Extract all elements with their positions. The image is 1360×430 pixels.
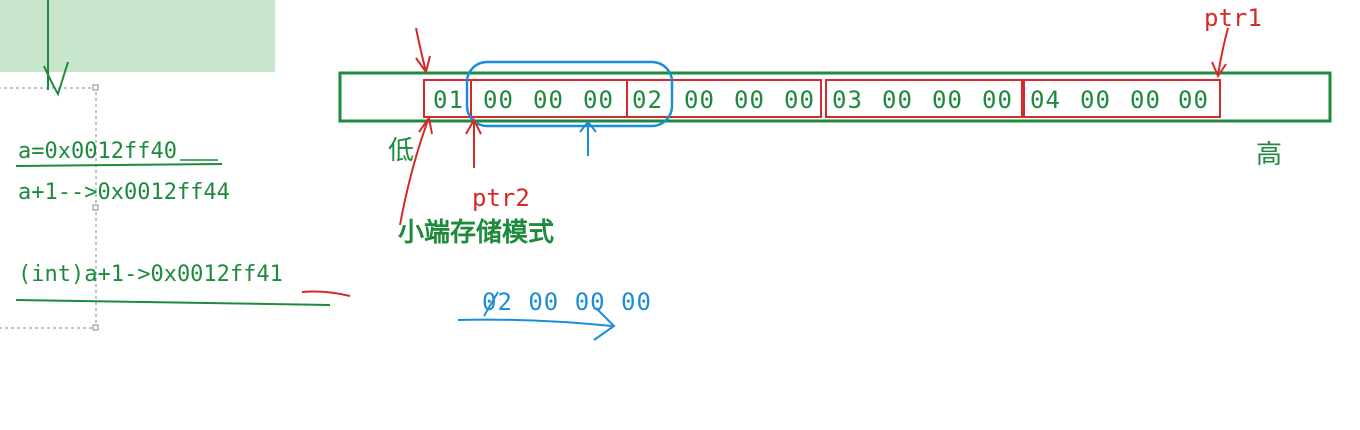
selection-box (0, 87, 97, 329)
red-arrow-top (415, 27, 431, 75)
byte-value: 00 (684, 86, 715, 114)
byte-value: 00 (932, 86, 963, 114)
address-note-a: a=0x0012ff40 (18, 139, 177, 164)
endian-mode-label: 小端存储模式 (398, 218, 555, 248)
byte-value: 03 (832, 86, 863, 114)
selection-handle (92, 324, 99, 331)
byte-value: 00 (1130, 86, 1161, 114)
ptr1-label: ptr1 (1204, 4, 1262, 32)
blue-up-arrow (579, 120, 597, 156)
selection-handle (92, 204, 99, 211)
byte-value: 00 (583, 86, 614, 114)
byte-value: 00 (1080, 86, 1111, 114)
byte-value: 00 (982, 86, 1013, 114)
byte-group-box-2 (626, 79, 822, 118)
byte-value: 01 (433, 86, 464, 114)
byte-value: 00 (882, 86, 913, 114)
endian-arrow (399, 115, 433, 226)
address-note-int-cast: (int)a+1->0x0012ff41 (18, 262, 283, 287)
blue-strike (483, 291, 499, 317)
byte-value: 00 (784, 86, 815, 114)
byte-group-box-3 (825, 79, 1023, 118)
address-note-a-plus-1: a+1-->0x0012ff44 (18, 180, 230, 205)
green-down-arrow (43, 0, 69, 97)
byte-value: 00 (1178, 86, 1209, 114)
high-address-label: 高 (1256, 140, 1283, 170)
byte-value: 00 (483, 86, 514, 114)
ptr2-label: ptr2 (472, 184, 530, 212)
underline-note-3 (15, 299, 331, 306)
memory-bar (338, 71, 1332, 123)
byte-value: 00 (734, 86, 765, 114)
ptr2-arrow (465, 117, 482, 168)
low-address-label: 低 (388, 136, 415, 166)
byte-value: 02 (632, 86, 663, 114)
blue-bytes-arrow (457, 307, 616, 341)
selection-handle (92, 84, 99, 91)
blue-int-highlight (465, 60, 674, 128)
byte-value: 00 (533, 86, 564, 114)
byte-value: 04 (1030, 86, 1061, 114)
blue-bytes-value: 02 00 00 00 (482, 288, 652, 316)
red-underline-41 (301, 290, 351, 297)
underline-note-1 (15, 163, 223, 167)
byte-group-box-4 (1023, 79, 1221, 118)
ptr1-arrow (1211, 27, 1229, 79)
shaded-panel (0, 0, 275, 72)
